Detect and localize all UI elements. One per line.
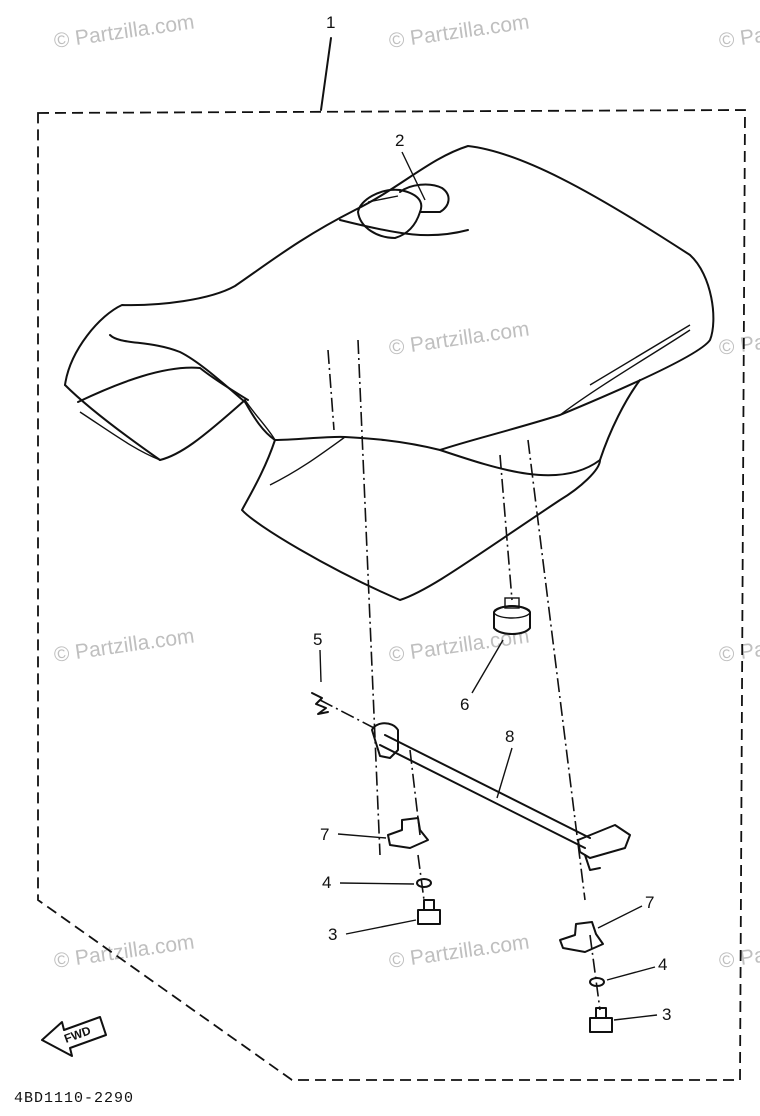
callout-6: 6 — [460, 695, 469, 714]
callout-4: 4 — [658, 955, 667, 974]
watermark: © Partzilla.com — [52, 930, 195, 972]
callout-3: 3 — [662, 1005, 671, 1024]
washer — [416, 878, 432, 888]
watermark: © Partzilla.com — [387, 10, 530, 52]
leader-5 — [319, 649, 322, 683]
leader-3b — [613, 1014, 658, 1021]
bracket — [559, 921, 604, 953]
watermark: © Partzilla.com — [52, 624, 195, 666]
leader-7b — [597, 905, 643, 929]
callout-4: 4 — [322, 873, 331, 892]
callout-1: 1 — [326, 13, 335, 32]
callout-7: 7 — [645, 893, 654, 912]
lock-rod — [371, 722, 631, 871]
bracket — [387, 817, 429, 849]
watermark: © Partzilla.com — [387, 930, 530, 972]
leader-2 — [401, 151, 426, 201]
assembly-boundary — [37, 109, 746, 1081]
fwd-label: FWD — [62, 1023, 93, 1046]
seat-illustration — [64, 145, 715, 601]
bolt — [417, 899, 441, 925]
callout-2: 2 — [395, 131, 404, 150]
leader-4a — [339, 882, 415, 885]
fwd-arrow: FWD — [41, 1016, 107, 1057]
callout-7: 7 — [320, 825, 329, 844]
watermark: © Partzilla.com — [717, 624, 760, 666]
watermark: © Partzilla.com — [387, 317, 530, 359]
leader-1 — [320, 37, 332, 111]
watermarks: © Partzilla.com © Partzilla.com © Partzi… — [52, 10, 760, 972]
callout-3: 3 — [328, 925, 337, 944]
watermark: © Partzilla.com — [387, 624, 530, 666]
watermark: © Partzilla.com — [52, 10, 195, 52]
leader-7a — [337, 833, 387, 839]
diagram-code: 4BD1110-2290 — [14, 1090, 134, 1107]
damper — [493, 597, 531, 635]
leader-4b — [606, 966, 656, 981]
leader-6 — [471, 639, 504, 694]
watermark: © Partzilla.com — [717, 930, 760, 972]
callout-5: 5 — [313, 630, 322, 649]
washer — [589, 977, 605, 987]
bolt — [589, 1007, 613, 1033]
spring-clip — [311, 692, 329, 715]
leader-8 — [496, 747, 513, 799]
alignment-lines — [319, 339, 601, 1011]
watermark: © Partzilla.com — [717, 317, 760, 359]
callout-8: 8 — [505, 727, 514, 746]
watermark: © Partzilla.com — [717, 10, 760, 52]
leader-3a — [345, 919, 417, 935]
